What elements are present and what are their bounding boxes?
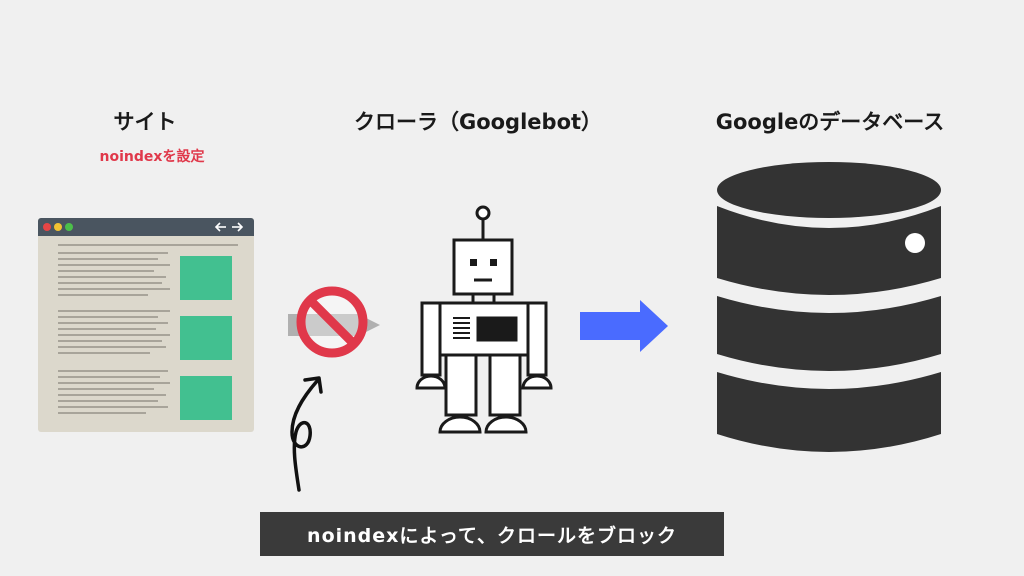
database-indicator-light xyxy=(905,233,925,253)
page-image-block xyxy=(180,376,232,420)
site-noindex-note: noindexを設定 xyxy=(99,149,205,165)
right-arrow-icon xyxy=(580,300,668,352)
window-minimize-dot xyxy=(54,223,62,231)
crawler-title: クローラ（Googlebot） xyxy=(353,110,603,134)
database-title: Googleのデータベース xyxy=(715,110,945,134)
curly-arrow-icon xyxy=(290,376,323,492)
browser-nav-arrows-icon xyxy=(214,222,244,232)
prohibited-sign-icon xyxy=(296,286,368,358)
robot-icon xyxy=(415,205,553,434)
caption-banner: noindexによって、クロールをブロック xyxy=(260,512,724,556)
page-image-block xyxy=(180,256,232,300)
page-text-lines xyxy=(58,244,238,414)
site-title: サイト xyxy=(113,110,177,134)
database-icon xyxy=(717,162,941,452)
page-image-block xyxy=(180,316,232,360)
window-maximize-dot xyxy=(65,223,73,231)
window-close-dot xyxy=(43,223,51,231)
browser-window-icon xyxy=(38,218,254,432)
caption-text: noindexによって、クロールをブロック xyxy=(307,524,677,547)
